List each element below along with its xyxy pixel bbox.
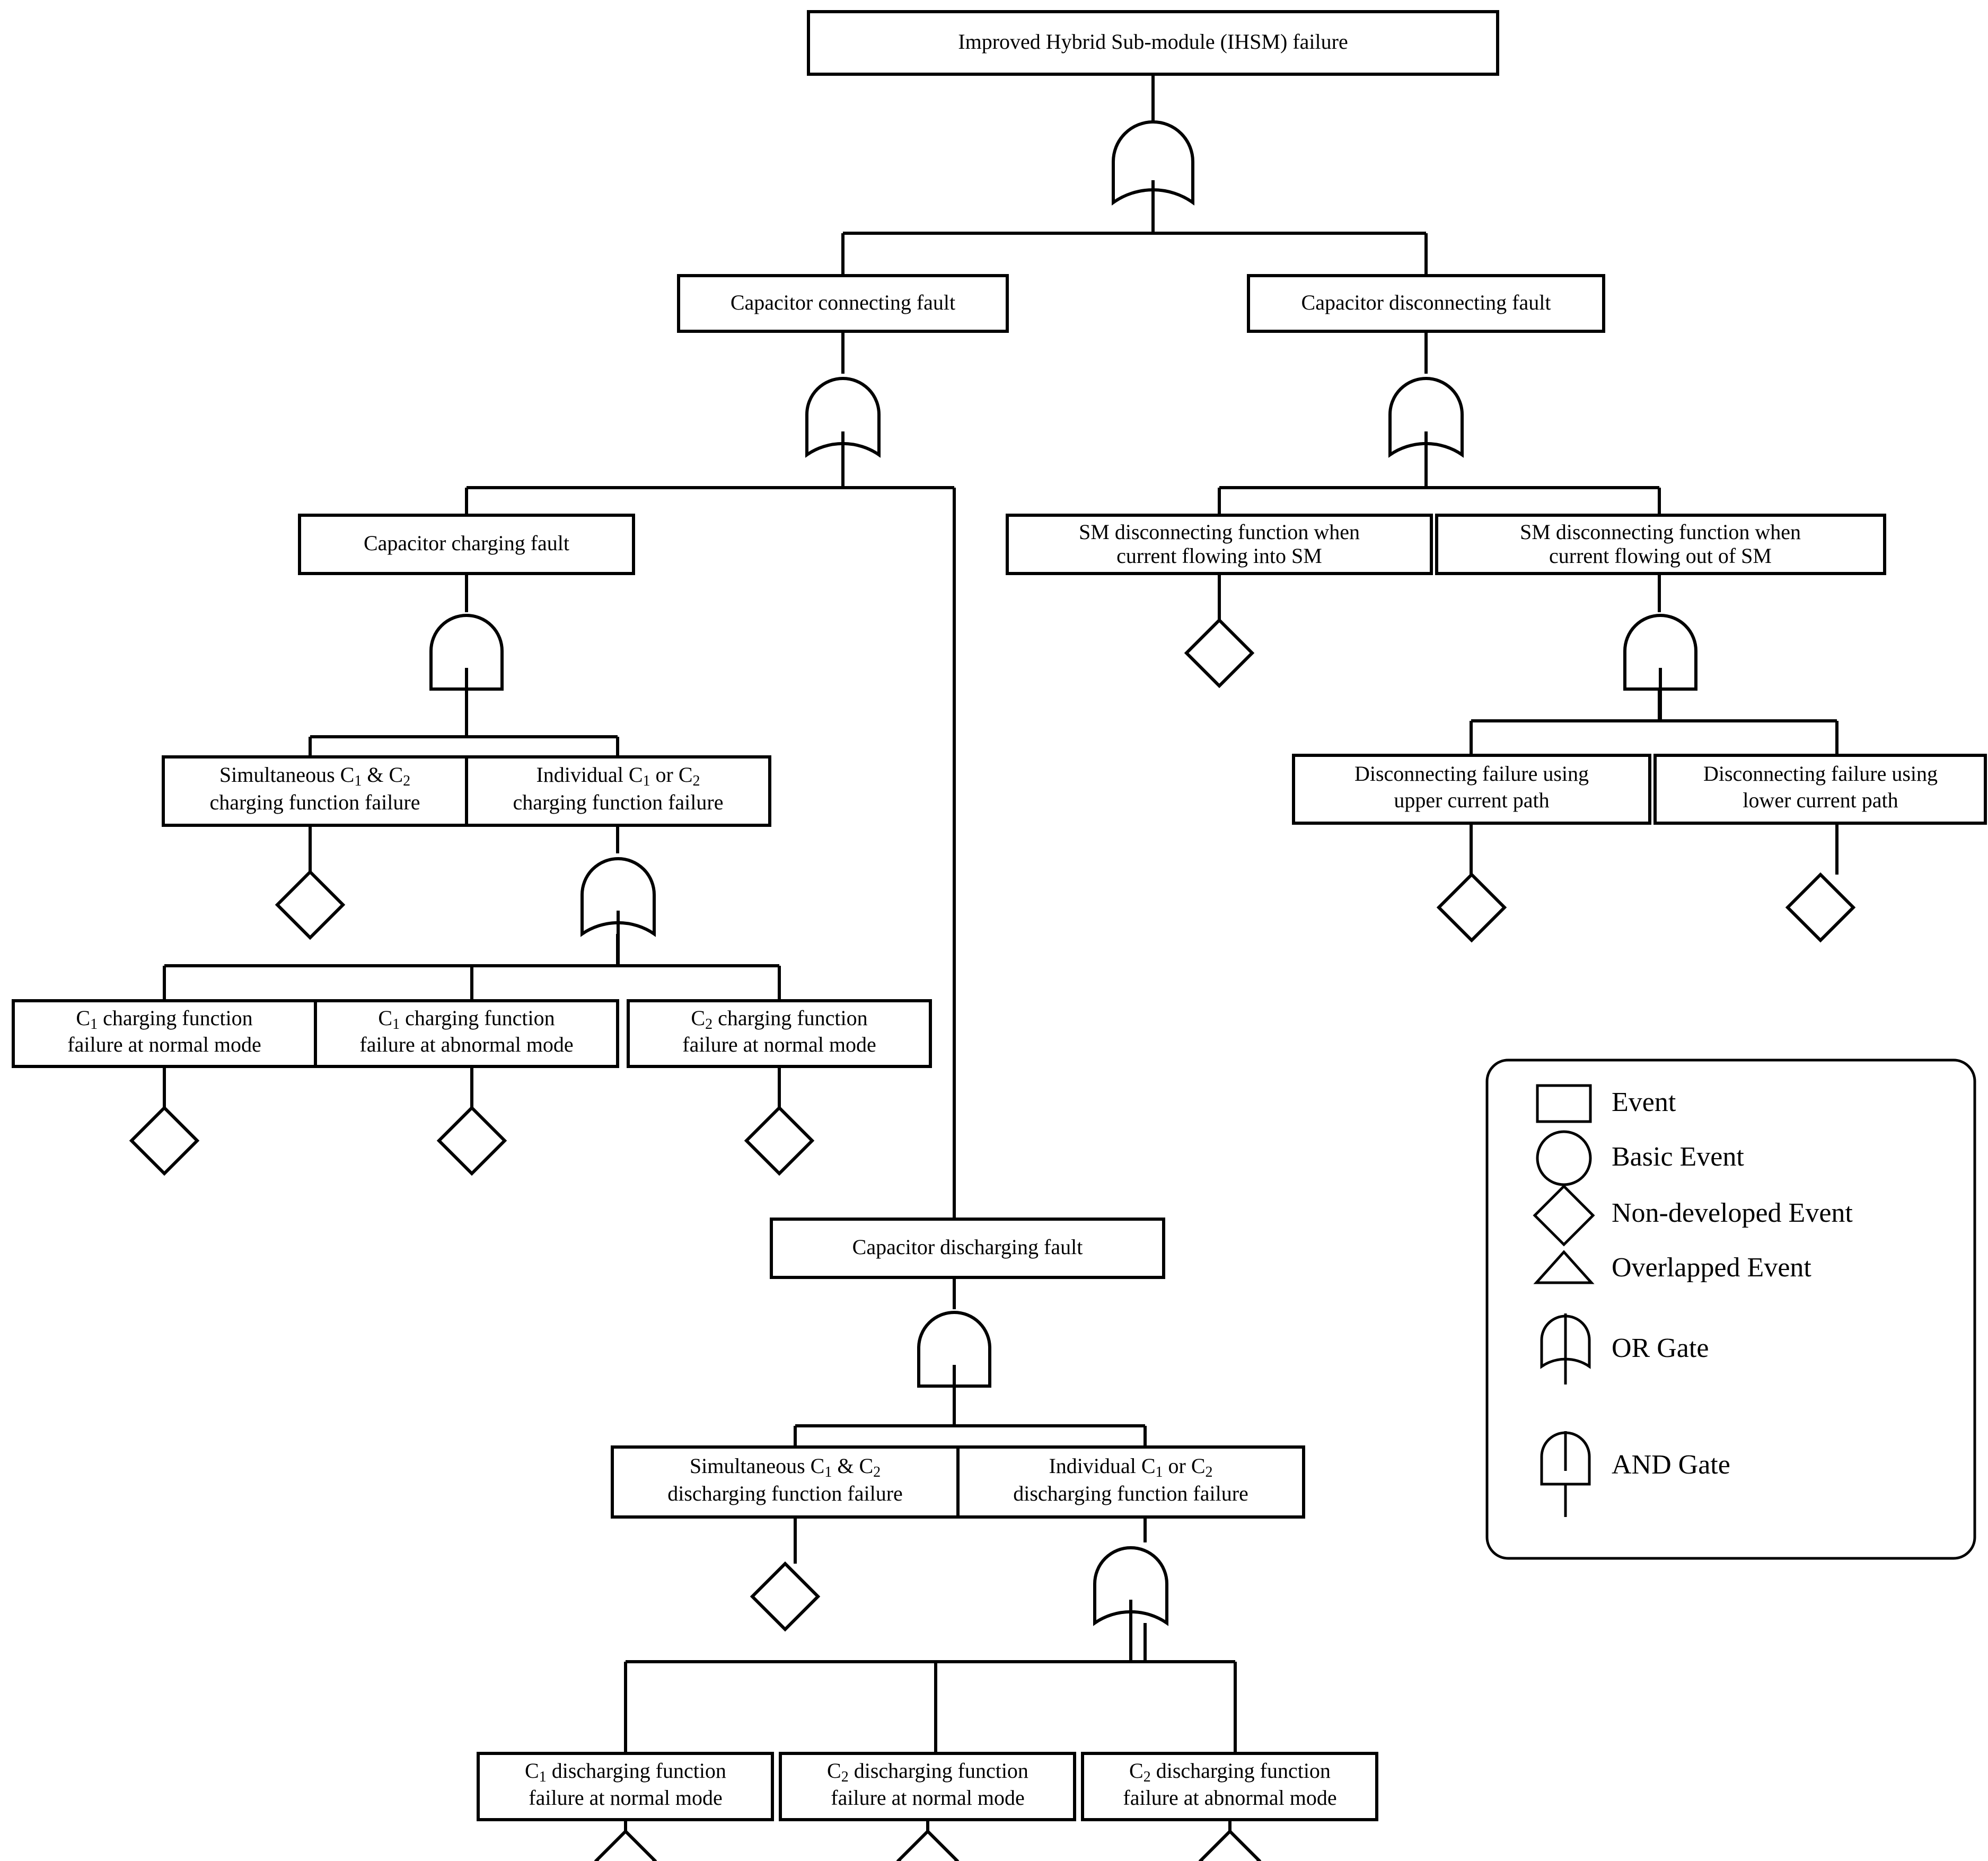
and-gate-discharging[interactable]	[917, 1311, 991, 1426]
event-sm-out-line1: SM disconnecting function when	[1520, 520, 1801, 544]
and-gate-charging[interactable]	[429, 614, 504, 737]
event-sm-into-line2: current flowing into SM	[1116, 544, 1322, 568]
event-ind-charge-line2: charging function failure	[513, 790, 724, 814]
legend-item-and-gate: AND Gate	[1540, 1431, 1730, 1517]
event-simultaneous-charging-failure[interactable]: Simultaneous C1 & C2 charging function f…	[162, 755, 468, 827]
event-individual-charging-failure[interactable]: Individual C1 or C2 charging function fa…	[465, 755, 771, 827]
nondeveloped-disc-upper[interactable]	[1436, 872, 1507, 943]
event-individual-discharging-failure[interactable]: Individual C1 or C2 discharging function…	[956, 1445, 1305, 1519]
event-capacitor-discharging-fault[interactable]: Capacitor discharging fault	[770, 1218, 1165, 1279]
event-c1-charge-normal-line2: failure at normal mode	[67, 1033, 261, 1056]
event-simultaneous-discharging-failure[interactable]: Simultaneous C1 & C2 discharging functio…	[611, 1445, 960, 1519]
event-disc-lower-line1: Disconnecting failure using	[1703, 762, 1938, 786]
event-disc-upper-line2: upper current path	[1394, 788, 1549, 812]
event-c2-discharging-normal[interactable]: C2 discharging function failure at norma…	[779, 1752, 1076, 1821]
and-gate-sm-out[interactable]	[1623, 614, 1697, 721]
event-discharging-label: Capacitor discharging fault	[852, 1235, 1083, 1259]
event-ind-charge-line1: Individual C1 or C2	[536, 763, 700, 789]
legend-label-event: Event	[1612, 1087, 1676, 1117]
event-c2-charge-normal-line1: C2 charging function	[691, 1006, 867, 1033]
legend-label-nondeveloped-event: Non-developed Event	[1612, 1198, 1853, 1228]
legend-label-basic-event: Basic Event	[1612, 1142, 1744, 1172]
legend-label-or-gate: OR Gate	[1612, 1333, 1709, 1363]
event-charging-label: Capacitor charging fault	[364, 531, 569, 555]
event-top-label: Improved Hybrid Sub-module (IHSM) failur…	[958, 30, 1348, 54]
event-c2-discharge-abnormal-line1: C2 discharging function	[1129, 1759, 1331, 1785]
event-c2-discharge-abnormal-line2: failure at abnormal mode	[1123, 1786, 1336, 1810]
legend-item-nondeveloped-event: Non-developed Event	[1533, 1184, 1853, 1247]
event-c2-charge-normal-line2: failure at normal mode	[682, 1033, 876, 1056]
event-capacitor-disconnecting-fault[interactable]: Capacitor disconnecting fault	[1247, 274, 1605, 333]
legend-panel: Event Basic Event Non-developed Event Ov…	[1485, 1059, 1976, 1560]
event-sim-charge-line1: Simultaneous C1 & C2	[219, 763, 410, 789]
or-gate-disconnecting[interactable]	[1388, 377, 1464, 488]
or-gate-top[interactable]	[1112, 120, 1194, 233]
event-c1-charge-abnormal-line1: C1 charging function	[378, 1006, 555, 1033]
event-sim-discharge-line1: Simultaneous C1 & C2	[690, 1454, 881, 1480]
legend-item-event: Event	[1536, 1084, 1676, 1123]
nondeveloped-disc-lower[interactable]	[1785, 872, 1856, 943]
event-sm-disconnect-out[interactable]: SM disconnecting function when current f…	[1435, 514, 1886, 575]
event-disconnect-lower-path[interactable]: Disconnecting failure using lower curren…	[1653, 754, 1987, 825]
nondeveloped-c1-discharging-normal[interactable]	[594, 1820, 657, 1861]
event-ind-discharge-line2: discharging function failure	[1013, 1481, 1248, 1505]
or-gate-individual-discharging[interactable]	[1093, 1546, 1168, 1662]
nondeveloped-sim-discharging[interactable]	[750, 1561, 821, 1632]
nondeveloped-c1-charging-normal[interactable]	[129, 1105, 200, 1176]
event-disc-lower-line2: lower current path	[1743, 788, 1898, 812]
event-ind-discharge-line1: Individual C1 or C2	[1049, 1454, 1212, 1480]
nondeveloped-c1-charging-abnormal[interactable]	[436, 1105, 507, 1176]
event-disconnect-upper-path[interactable]: Disconnecting failure using upper curren…	[1292, 754, 1651, 825]
event-capacitor-charging-fault[interactable]: Capacitor charging fault	[298, 514, 635, 575]
event-c2-charging-normal[interactable]: C2 charging function failure at normal m…	[627, 999, 932, 1068]
nondeveloped-c2-charging-normal[interactable]	[744, 1105, 815, 1176]
legend-label-overlapped-event: Overlapped Event	[1612, 1253, 1811, 1283]
legend-item-or-gate: OR Gate	[1540, 1313, 1709, 1384]
or-gate-individual-charging[interactable]	[580, 857, 656, 966]
nondeveloped-sim-charging[interactable]	[275, 869, 346, 940]
event-disc-upper-line1: Disconnecting failure using	[1354, 762, 1589, 786]
or-gate-connecting[interactable]	[805, 377, 881, 488]
event-c1-charging-normal[interactable]: C1 charging function failure at normal m…	[12, 999, 317, 1068]
event-c2-discharging-abnormal[interactable]: C2 discharging function failure at abnor…	[1081, 1752, 1378, 1821]
event-c2-discharge-normal-line2: failure at normal mode	[831, 1786, 1024, 1810]
event-c1-charging-abnormal[interactable]: C1 charging function failure at abnormal…	[314, 999, 619, 1068]
legend-label-and-gate: AND Gate	[1612, 1450, 1730, 1480]
event-sm-into-line1: SM disconnecting function when	[1079, 520, 1360, 544]
event-top[interactable]: Improved Hybrid Sub-module (IHSM) failur…	[807, 10, 1499, 76]
event-sm-out-line2: current flowing out of SM	[1549, 544, 1772, 568]
event-c1-charge-normal-line1: C1 charging function	[76, 1006, 252, 1033]
legend-item-overlapped-event: Overlapped Event	[1533, 1250, 1811, 1284]
nondeveloped-c2-discharging-normal[interactable]	[896, 1820, 960, 1861]
event-connecting-label: Capacitor connecting fault	[731, 290, 955, 314]
event-c1-charge-abnormal-line2: failure at abnormal mode	[359, 1033, 573, 1056]
event-capacitor-connecting-fault[interactable]: Capacitor connecting fault	[677, 274, 1009, 333]
event-c1-discharge-normal-line1: C1 discharging function	[525, 1759, 726, 1785]
event-disconnecting-label: Capacitor disconnecting fault	[1301, 290, 1551, 314]
nondeveloped-c2-discharging-abnormal[interactable]	[1198, 1820, 1262, 1861]
event-sim-charge-line2: charging function failure	[210, 790, 420, 814]
event-sim-discharge-line2: discharging function failure	[667, 1481, 903, 1505]
event-c2-discharge-normal-line1: C2 discharging function	[827, 1759, 1028, 1785]
event-c1-discharge-normal-line2: failure at normal mode	[529, 1786, 722, 1810]
event-sm-disconnect-into[interactable]: SM disconnecting function when current f…	[1006, 514, 1433, 575]
event-c1-discharging-normal[interactable]: C1 discharging function failure at norma…	[477, 1752, 774, 1821]
nondeveloped-sm-into[interactable]	[1184, 618, 1255, 689]
